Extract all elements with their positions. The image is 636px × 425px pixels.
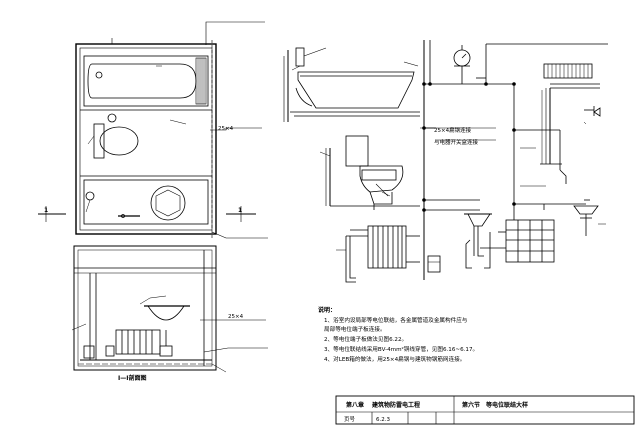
- note-line-3: 2、等电位端子板做法见图6.22。: [324, 335, 407, 343]
- note-line-5: 4、对LEB箱的做法，用25×4扁钢与建筑物钢筋网连接。: [324, 355, 465, 363]
- bathtub-iso: [283, 47, 420, 122]
- section-flatbar-dim: 25×4: [228, 314, 244, 320]
- tb-section: 第六节: [461, 401, 480, 409]
- bathroom-plan: [38, 21, 268, 239]
- toilet-iso: [325, 135, 420, 210]
- basin-trap-iso: [427, 213, 506, 273]
- section-mark-left: 1: [44, 207, 48, 214]
- tb-page-no: 6.2.3: [376, 417, 390, 423]
- bonding-riser-diagram: [283, 40, 608, 283]
- plan-flatbar-dim: 25×4: [218, 126, 234, 132]
- tb-page-label: 页号: [344, 416, 356, 423]
- riser-connect-label: 与电器开关盒连接: [434, 138, 479, 146]
- drawing-text: 25×4 1 1 Ⅰ—Ⅰ剖面图 25×4 25×4扁钢连接 与电器开关盒连接 说…: [44, 126, 528, 423]
- note-line-2: 局部等电位端子板连接。: [324, 325, 386, 333]
- section-mark-right: 1: [238, 207, 242, 214]
- notes-heading: 说明：: [318, 306, 336, 314]
- bathroom-section: [71, 245, 268, 373]
- radiator-iso: [345, 225, 420, 283]
- meter-gauge: [453, 45, 471, 84]
- riser-flatbar-label: 25×4扁钢连接: [434, 126, 472, 134]
- note-line-1: 1、浴室内设局部等电位联结，各金属管道及金属构件应与: [324, 316, 467, 324]
- floor-drain: [573, 199, 599, 236]
- section-title: Ⅰ—Ⅰ剖面图: [118, 374, 146, 382]
- tb-chapter-title: 建筑物防雷电工程: [372, 401, 420, 409]
- towel-rack-iso: [540, 43, 608, 184]
- tile-grid: [498, 219, 555, 263]
- basin-plan: [80, 175, 212, 225]
- toilet-plan: [80, 109, 212, 159]
- tb-section-title: 等电位联结大样: [485, 401, 528, 409]
- note-line-4: 3、等电位联结线采用BV-4mm²铜线穿管，见图6.16~6.17。: [324, 345, 478, 353]
- title-block-frame: [335, 395, 635, 425]
- bathtub-plan: [83, 55, 209, 107]
- tb-chapter: 第八章: [345, 401, 364, 409]
